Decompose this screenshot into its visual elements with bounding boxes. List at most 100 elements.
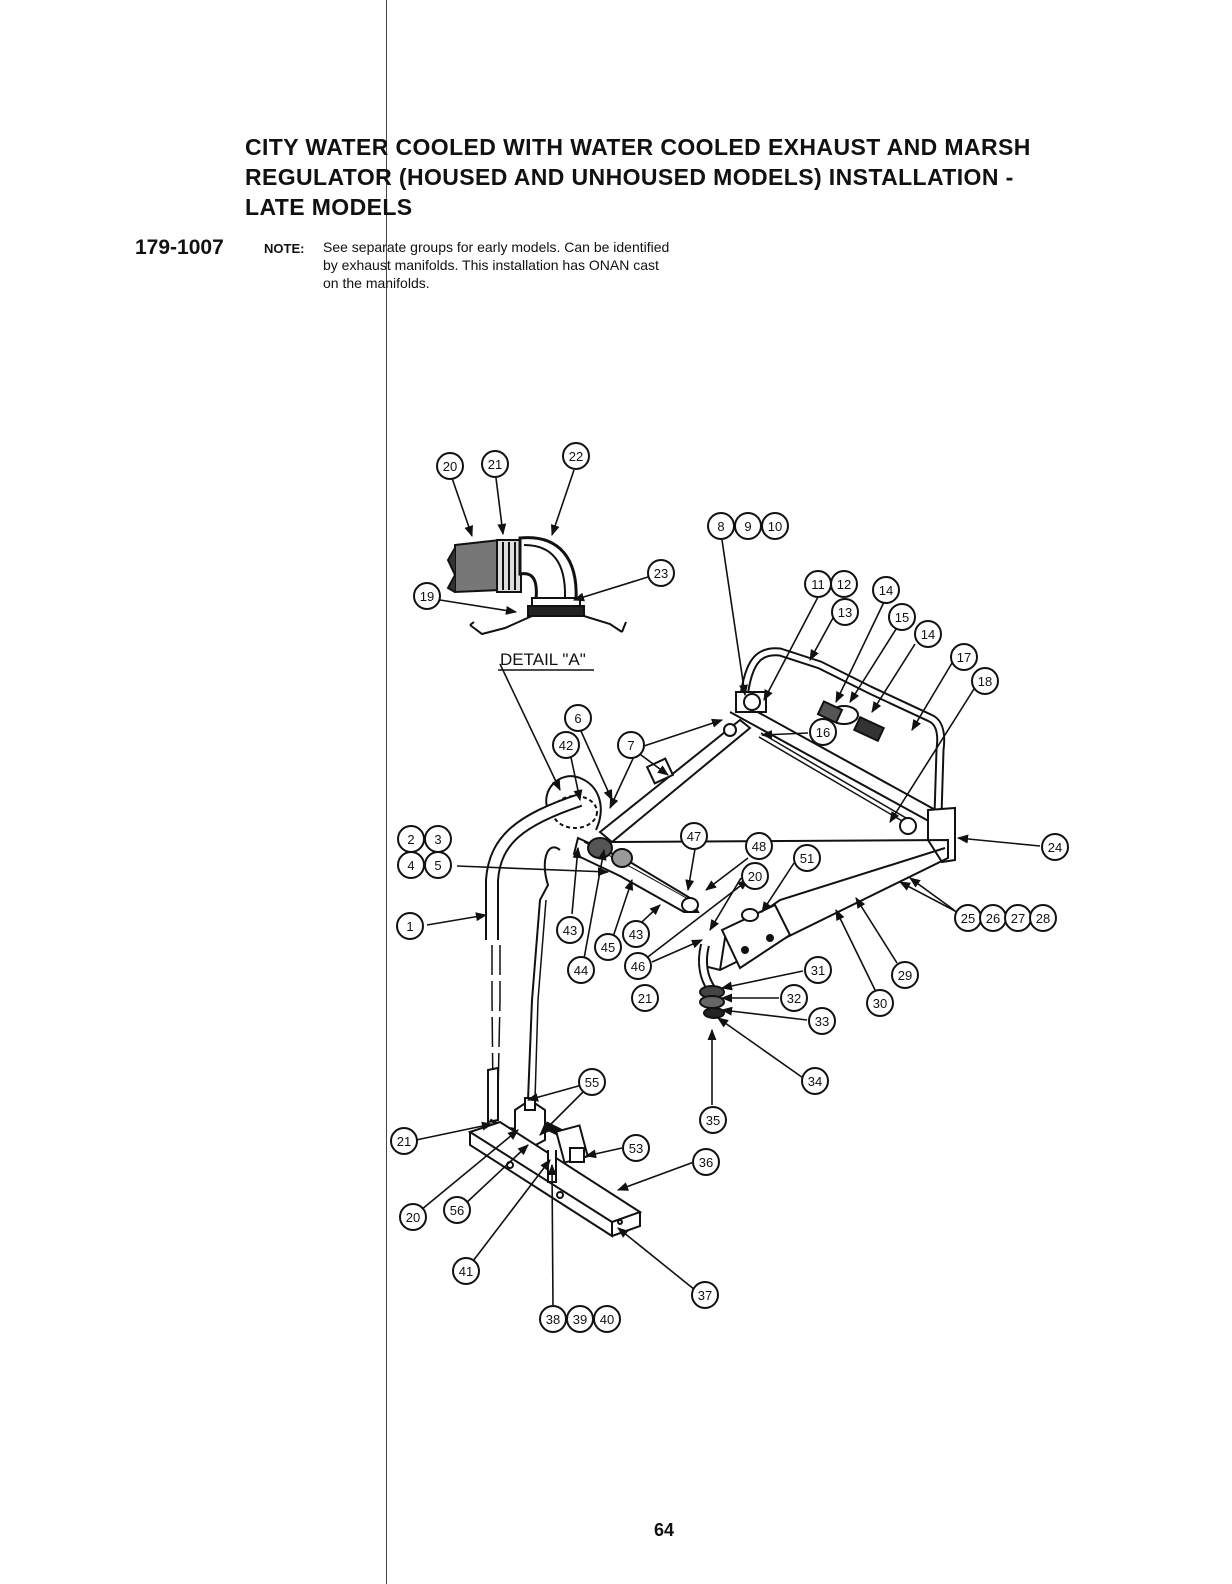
svg-text:7: 7 [627,738,634,753]
part-number: 179-1007 [135,236,224,259]
svg-text:8: 8 [717,519,724,534]
callout-11: 11 [804,570,832,598]
detail-a-label: DETAIL "A" [498,650,594,671]
svg-text:46: 46 [631,959,645,974]
svg-text:36: 36 [699,1155,713,1170]
svg-text:20: 20 [748,869,762,884]
svg-text:51: 51 [800,851,814,866]
svg-text:19: 19 [420,589,434,604]
svg-text:41: 41 [459,1264,473,1279]
svg-text:5: 5 [434,858,441,873]
svg-text:29: 29 [898,968,912,983]
callout-23: 23 [647,559,675,587]
svg-text:3: 3 [434,832,441,847]
callout-3: 3 [424,825,452,853]
svg-text:34: 34 [808,1074,822,1089]
callout-43: 43 [622,920,650,948]
callout-37: 37 [691,1281,719,1309]
svg-text:56: 56 [450,1203,464,1218]
callout-30: 30 [866,989,894,1017]
svg-text:42: 42 [559,738,573,753]
svg-text:16: 16 [816,725,830,740]
svg-text:44: 44 [574,963,588,978]
callout-6: 6 [564,704,592,732]
callout-48: 48 [745,832,773,860]
svg-text:21: 21 [397,1134,411,1149]
main-assembly-drawing [467,647,956,1238]
svg-text:55: 55 [585,1075,599,1090]
callout-27: 27 [1004,904,1032,932]
svg-text:30: 30 [873,996,887,1011]
svg-text:35: 35 [706,1113,720,1128]
callout-14: 14 [914,620,942,648]
callout-36: 36 [692,1148,720,1176]
callout-1: 1 [396,912,424,940]
callout-21: 21 [481,450,509,478]
svg-text:23: 23 [654,566,668,581]
note-line-3: on the manifolds. [323,275,430,291]
callout-8: 8 [707,512,735,540]
callout-51: 51 [793,844,821,872]
note-text: See separate groups for early models. Ca… [323,238,783,292]
binder-margin-line [386,0,387,1584]
title-line-2: REGULATOR (HOUSED AND UNHOUSED MODELS) I… [245,164,1014,190]
callout-28: 28 [1029,904,1057,932]
svg-text:24: 24 [1048,840,1062,855]
callout-53: 53 [622,1134,650,1162]
svg-text:20: 20 [406,1210,420,1225]
page-number: 64 [654,1520,675,1540]
callout-20: 20 [436,452,464,480]
callout-38: 38 [539,1305,567,1333]
note-label: NOTE: [264,241,305,256]
callout-5: 5 [424,851,452,879]
callout-56: 56 [443,1196,471,1224]
title-line-1: CITY WATER COOLED WITH WATER COOLED EXHA… [245,134,1031,160]
callout-25: 25 [954,904,982,932]
svg-text:14: 14 [879,583,893,598]
callout-7: 7 [617,731,645,759]
svg-text:2: 2 [407,832,414,847]
svg-text:28: 28 [1036,911,1050,926]
callout-55: 55 [578,1068,606,1096]
svg-text:20: 20 [443,459,457,474]
svg-text:37: 37 [698,1288,712,1303]
svg-text:11: 11 [811,577,825,592]
callout-42: 42 [552,731,580,759]
callout-4: 4 [397,851,425,879]
title-line-3: LATE MODELS [245,194,413,220]
svg-text:9: 9 [744,519,751,534]
callout-34: 34 [801,1067,829,1095]
svg-text:21: 21 [638,991,652,1006]
callout-39: 39 [566,1305,594,1333]
callout-22: 22 [562,442,590,470]
callout-32: 32 [780,984,808,1012]
callout-16: 16 [809,718,837,746]
svg-text:14: 14 [921,627,935,642]
svg-text:15: 15 [895,610,909,625]
callout-19: 19 [413,582,441,610]
callout-10: 10 [761,512,789,540]
callout-2: 2 [397,825,425,853]
note-line-2: by exhaust manifolds. This installation … [323,257,659,273]
svg-text:27: 27 [1011,911,1025,926]
note-line-1: See separate groups for early models. Ca… [323,239,670,255]
callout-24: 24 [1041,833,1069,861]
svg-text:53: 53 [629,1141,643,1156]
callout-20: 20 [399,1203,427,1231]
svg-text:13: 13 [838,605,852,620]
svg-text:12: 12 [837,577,851,592]
svg-text:40: 40 [600,1312,614,1327]
callout-15: 15 [888,603,916,631]
svg-text:45: 45 [601,940,615,955]
svg-text:43: 43 [563,923,577,938]
svg-text:18: 18 [978,674,992,689]
svg-text:1: 1 [406,919,413,934]
callout-35: 35 [699,1106,727,1134]
callout-21: 21 [631,984,659,1012]
detail-a-text: DETAIL "A" [500,650,586,669]
callout-20: 20 [741,862,769,890]
callout-18: 18 [971,667,999,695]
svg-text:48: 48 [752,839,766,854]
